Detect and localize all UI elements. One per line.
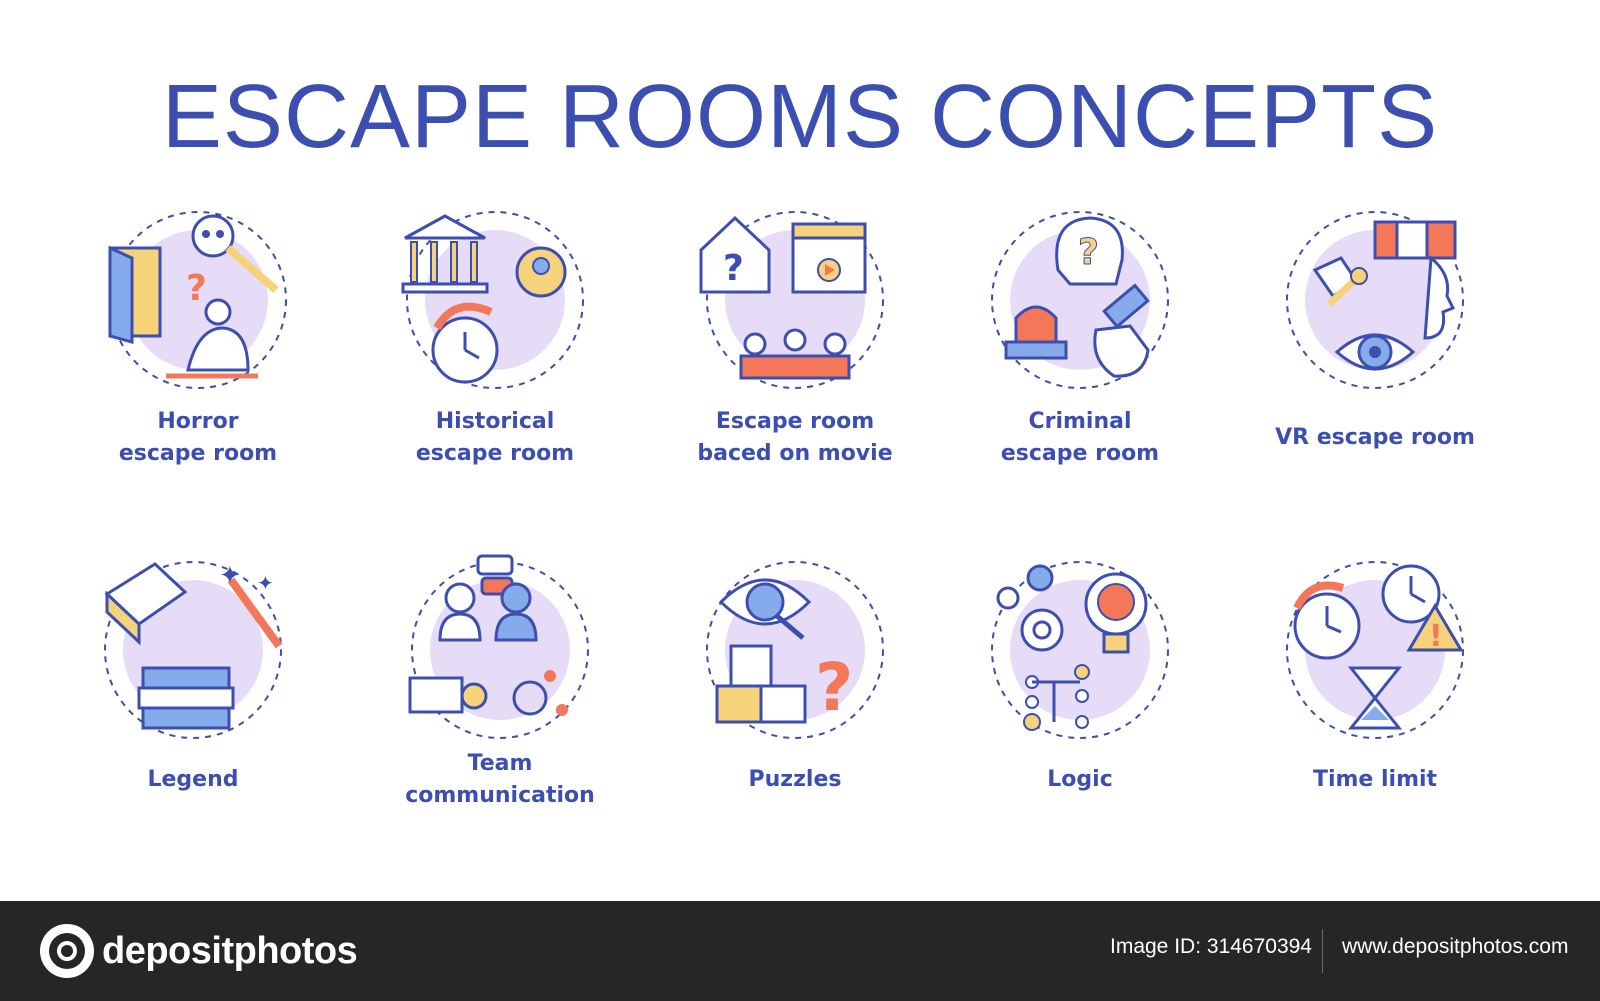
legend-icon: ✦ ✦ [104,561,283,739]
concept-team: Team communication [350,550,650,850]
concept-logic: Logic [930,550,1230,850]
concept-vr: VR escape room [1225,200,1525,500]
concept-label-line: Escape room [715,409,875,434]
concept-label-line: escape room [118,441,278,466]
concept-label-line: Logic [1047,767,1113,792]
concept-label-line: communication [405,783,595,808]
image-id: Image ID: 314670394 [1110,935,1312,958]
historical-icon [401,211,584,389]
vr-icon [1286,211,1464,389]
concept-legend: ✦ ✦ Legend [43,550,343,850]
page-title: ESCAPE ROOMS CONCEPTS [161,67,1439,167]
logic-icon [991,561,1169,739]
concept-label-line: Criminal [1028,409,1132,434]
svg-text:✦: ✦ [257,571,274,595]
concept-movie: ? Escape room baced on movie [645,200,945,500]
team-communication-icon [408,554,589,739]
camera-logo-icon [40,924,94,978]
svg-text:!: ! [1429,619,1443,654]
svg-text:?: ? [815,649,853,726]
concept-label-line: VR escape room [1275,425,1475,450]
svg-text:?: ? [186,268,207,309]
concept-puzzles: ? Puzzles [645,550,945,850]
concept-label-line: Legend [147,767,239,792]
concept-label-line: Team [467,751,533,776]
concept-label-line: Historical [435,409,555,434]
concept-criminal: ? Criminal escape room [930,200,1230,500]
footer-divider [1322,929,1323,973]
concept-label-line: Time limit [1312,767,1438,792]
concept-horror: ? Horror escape room [48,200,348,500]
movie-icon: ? [699,211,884,389]
svg-text:✦: ✦ [219,561,241,591]
concept-label-line: Horror [157,409,239,434]
concept-label-line: escape room [1000,441,1160,466]
depositphotos-logo[interactable]: depositphotos [38,921,358,981]
horror-icon: ? [108,211,287,389]
svg-text:?: ? [1078,232,1099,273]
logo-text: depositphotos [102,929,358,972]
concept-label-line: baced on movie [697,441,893,466]
puzzles-icon: ? [706,561,884,739]
time-limit-icon: ! [1286,561,1464,739]
svg-text:?: ? [723,248,744,289]
footer-bar: depositphotos Image ID: 314670394 www.de… [0,901,1600,1001]
site-url[interactable]: www.depositphotos.com [1342,935,1569,958]
concept-time-limit: ! Time limit [1225,550,1525,850]
concept-label-line: Puzzles [748,767,842,792]
criminal-icon: ? [991,211,1169,389]
concept-historical: Historical escape room [345,200,645,500]
concept-label-line: escape room [415,441,575,466]
